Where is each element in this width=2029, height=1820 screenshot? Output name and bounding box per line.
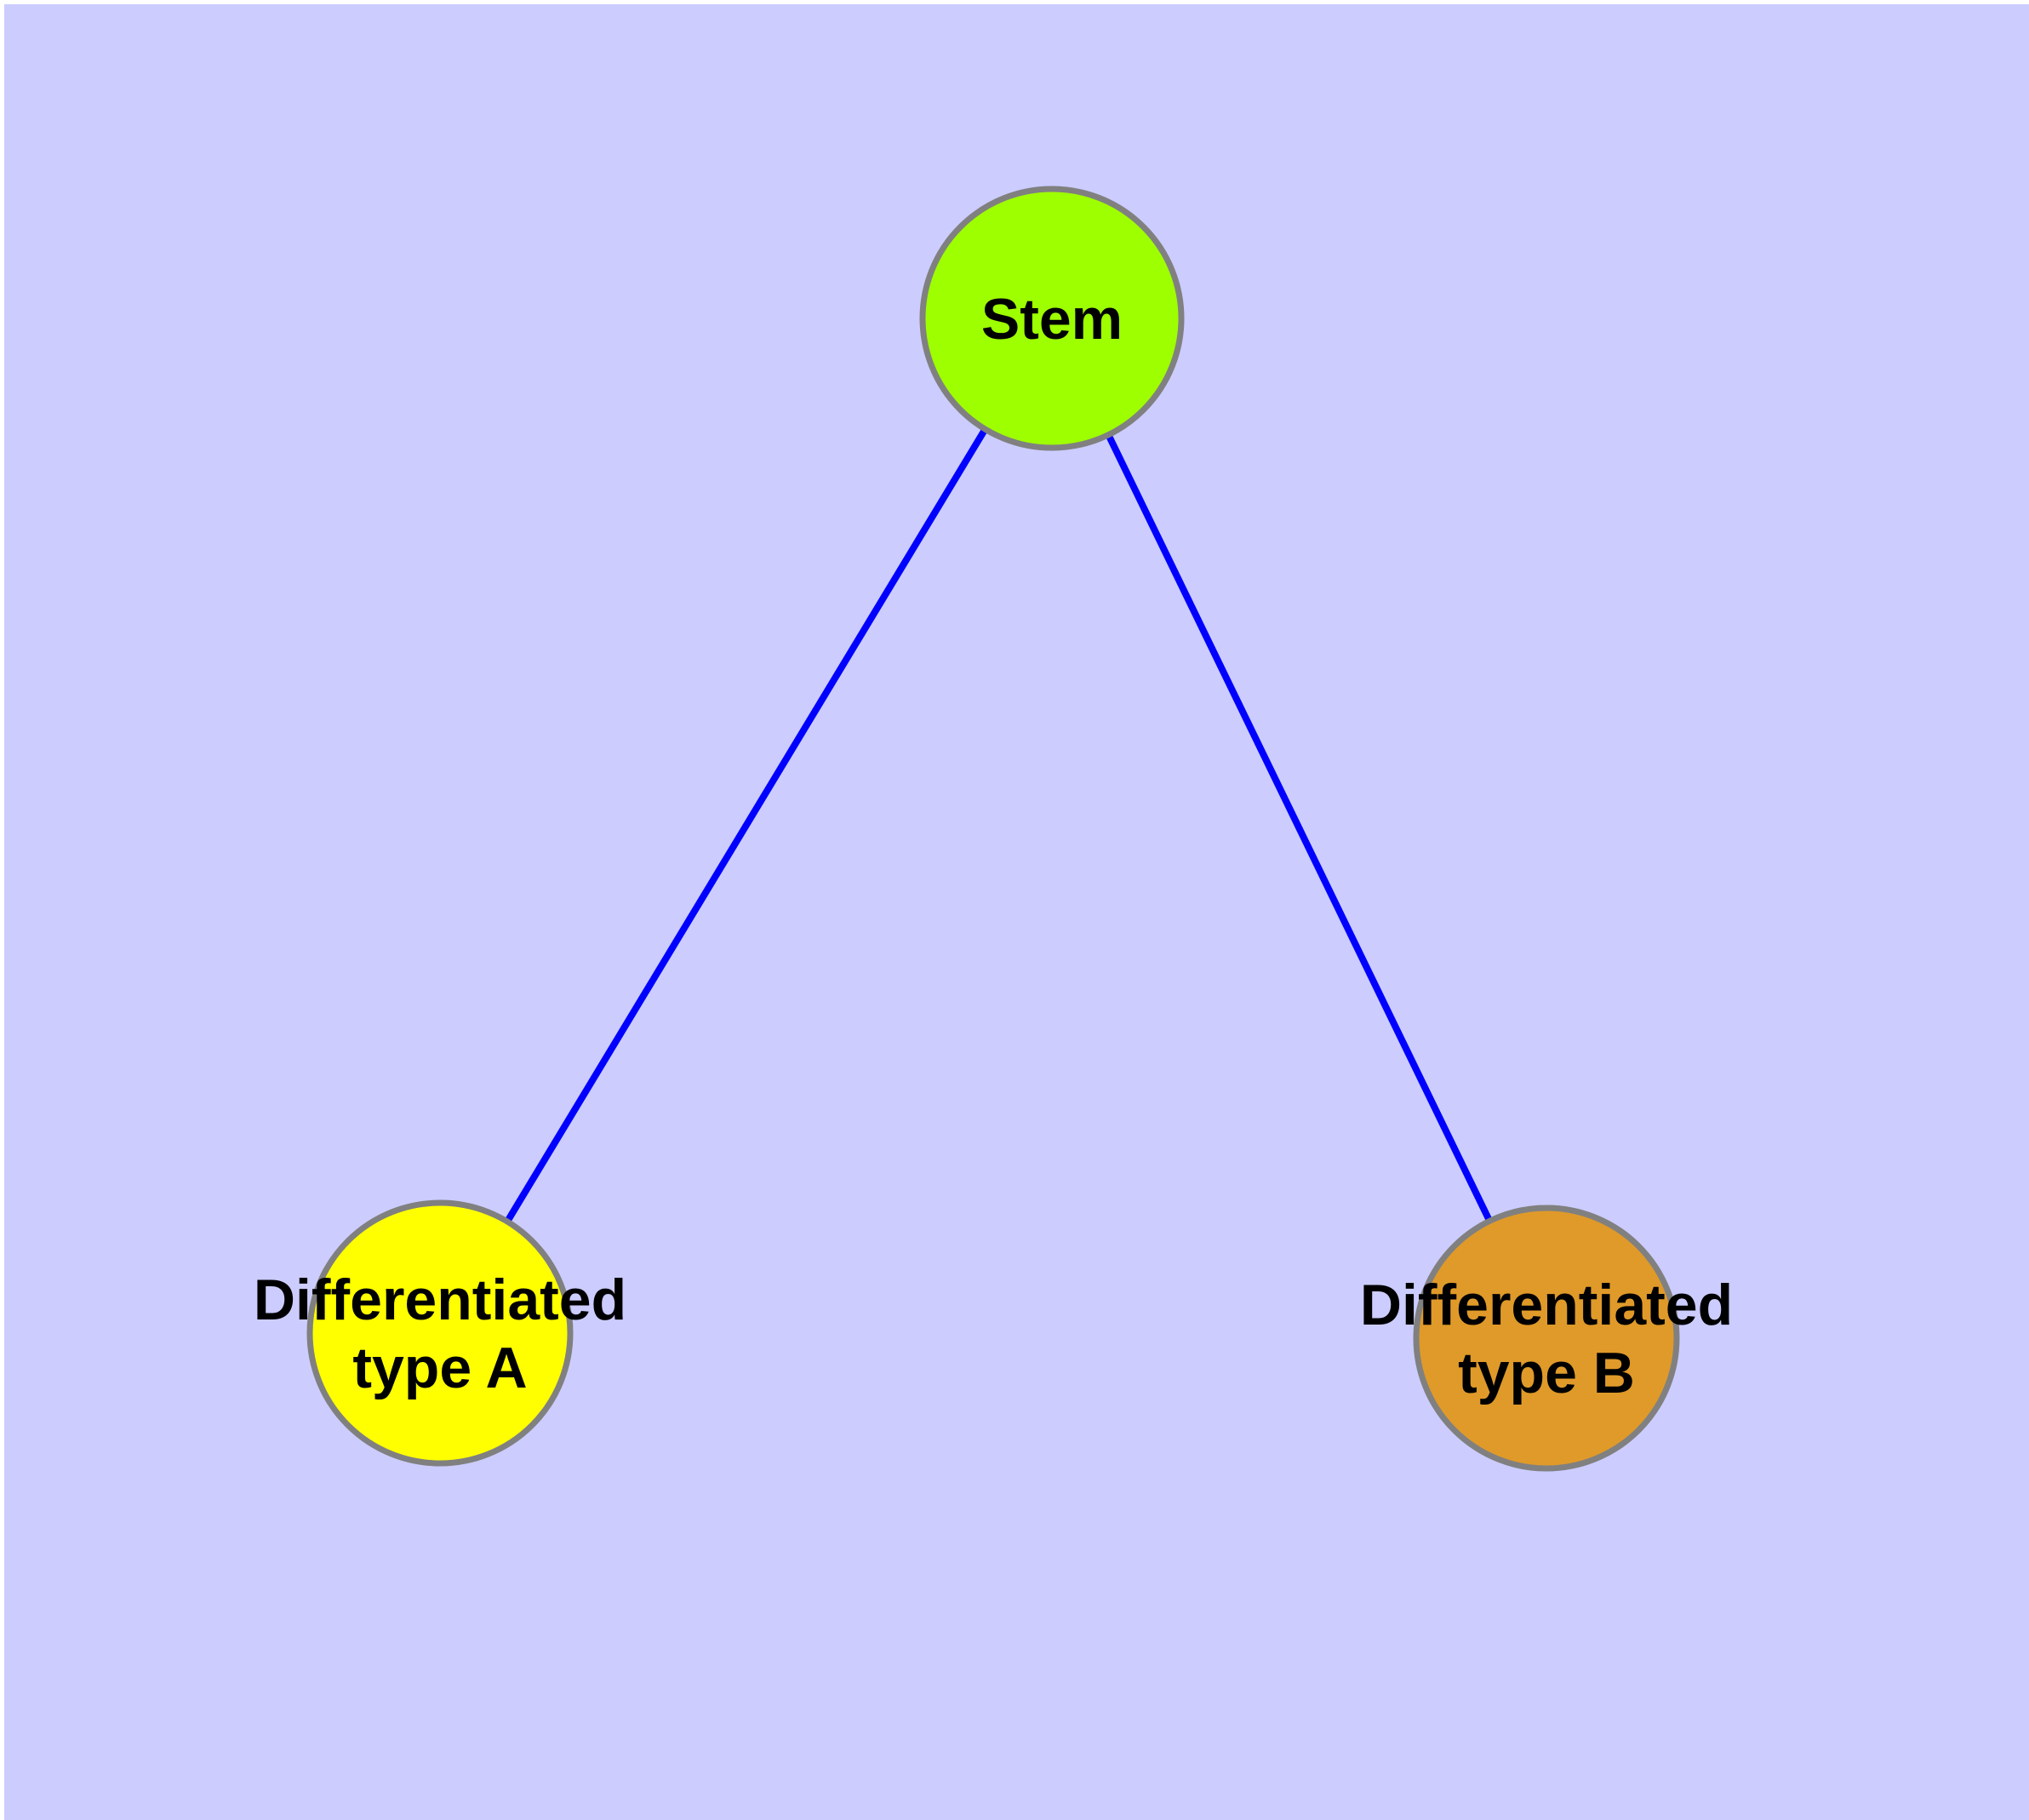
node-label-line: type B — [1458, 1341, 1635, 1405]
node-label-line: Differentiated — [1360, 1273, 1733, 1337]
edge-stem-diff-b[interactable] — [1103, 430, 1495, 1226]
edge-stem-diff-a[interactable] — [502, 424, 990, 1227]
edges-layer — [502, 424, 1495, 1227]
node-circle-diff_b[interactable] — [1413, 1205, 1680, 1472]
node-label-line: Stem — [981, 287, 1123, 352]
node-label-line: type A — [352, 1336, 527, 1400]
node-label-stem: Stem — [981, 287, 1123, 352]
node-circle-stem[interactable] — [919, 186, 1185, 451]
nodes-layer — [306, 186, 1680, 1472]
node-circle-diff_a[interactable] — [306, 1199, 574, 1467]
node-label-line: Differentiated — [254, 1268, 626, 1332]
